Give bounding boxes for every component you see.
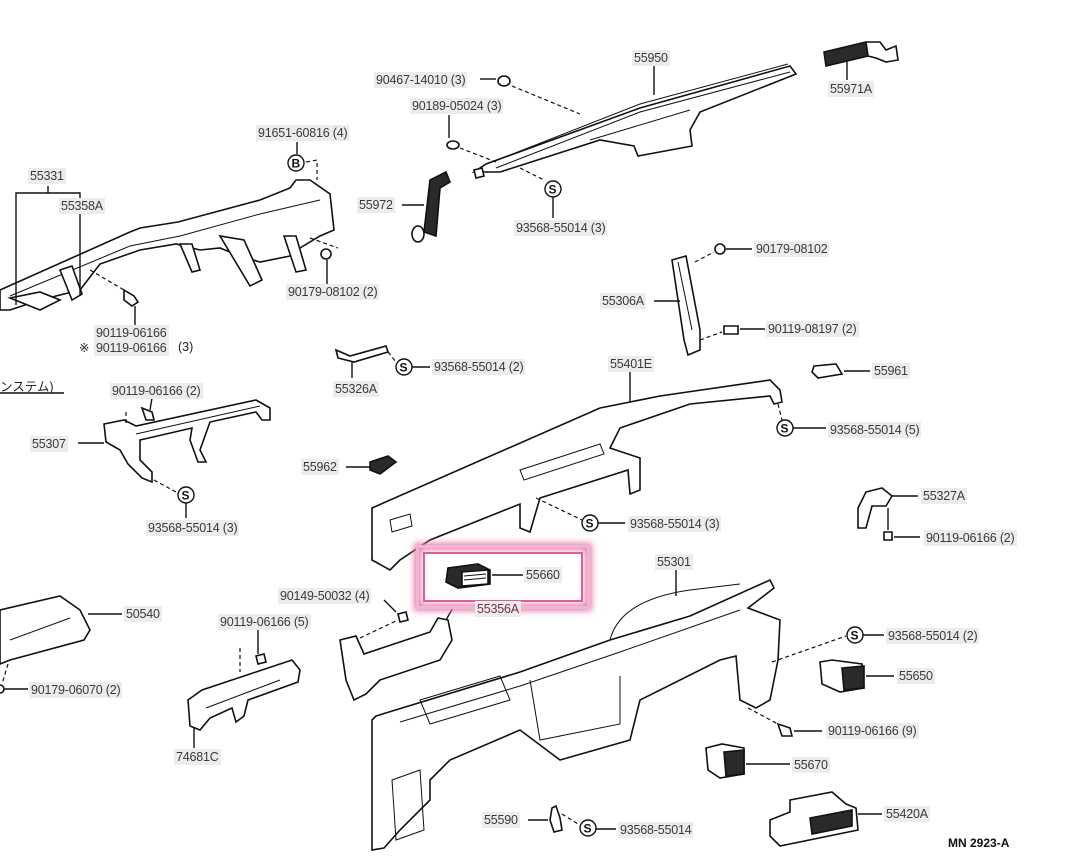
label-90467-14010[interactable]: 90467-14010 (3) — [374, 72, 468, 88]
svg-text:S: S — [584, 822, 592, 836]
svg-text:S: S — [549, 183, 557, 197]
label-90119-06166-2-a[interactable]: 90119-06166 (2) — [110, 383, 203, 399]
label-93568-55014-2-a[interactable]: 93568-55014 (2) — [432, 359, 526, 375]
label-90119-06166-b[interactable]: 90119-06166 — [94, 340, 169, 356]
part-55326A-bracket: S — [334, 345, 430, 378]
part-55356A-lower-panel — [339, 599, 455, 702]
label-55670[interactable]: 55670 — [792, 757, 830, 773]
svg-text:S: S — [851, 629, 859, 643]
part-55650-vent-icon — [819, 659, 894, 693]
label-90179-06070[interactable]: 90179-06070 (2) — [29, 682, 123, 698]
label-55306A[interactable]: 55306A — [600, 293, 646, 309]
svg-text:S: S — [586, 517, 594, 531]
part-90189-screw-icon — [446, 115, 497, 163]
part-55950-defroster-nozzle — [471, 63, 798, 179]
part-55670-vent-icon — [705, 743, 790, 779]
label-93568-55014-3-left[interactable]: 93568-55014 (3) — [146, 520, 240, 536]
label-74681C[interactable]: 74681C — [174, 749, 221, 765]
label-90119-06166-2-b[interactable]: 90119-06166 (2) — [924, 530, 1017, 546]
label-55301[interactable]: 55301 — [655, 554, 693, 570]
bolt-symbol-icon: B — [287, 142, 318, 180]
part-55961-clip — [811, 363, 870, 379]
highlight-box-55660 — [416, 545, 590, 609]
part-55331-reinforcement — [0, 179, 339, 311]
label-90119-06166-9[interactable]: 90119-06166 (9) — [826, 723, 919, 739]
label-55307[interactable]: 55307 — [30, 436, 68, 452]
part-90467-clip-icon — [480, 75, 581, 115]
label-55420A[interactable]: 55420A — [884, 806, 930, 822]
label-55358A[interactable]: 55358A — [59, 198, 105, 214]
label-93568-55014-3-top[interactable]: 93568-55014 (3) — [514, 220, 608, 236]
label-55356A[interactable]: 55356A — [475, 601, 521, 617]
part-90119-06166-bolt-icon — [123, 288, 140, 325]
svg-text:S: S — [400, 361, 408, 375]
label-90119-08197[interactable]: 90119-08197 (2) — [766, 321, 859, 337]
part-55971A-duct — [823, 41, 899, 80]
label-91651-60816[interactable]: 91651-60816 (4) — [256, 125, 350, 141]
part-55660-vent-icon — [445, 563, 523, 589]
label-55660[interactable]: 55660 — [524, 567, 562, 583]
part-55590-clip-icon: S — [528, 804, 616, 837]
label-93568-55014[interactable]: 93568-55014 — [618, 822, 694, 838]
label-55961[interactable]: 55961 — [872, 363, 910, 379]
label-55962[interactable]: 55962 — [301, 459, 339, 475]
label-90189-05024[interactable]: 90189-05024 (3) — [410, 98, 504, 114]
label-55326A[interactable]: 55326A — [333, 381, 379, 397]
screw-symbol-icon: S — [519, 167, 562, 218]
part-55306A-bracket — [654, 243, 765, 357]
part-55327A-bracket — [857, 487, 920, 541]
label-93568-55014-5[interactable]: 93568-55014 (5) — [828, 422, 922, 438]
part-55962-grille — [346, 455, 398, 475]
label-50540[interactable]: 50540 — [124, 606, 162, 622]
part-50540-cover — [0, 595, 122, 694]
svg-text:S: S — [182, 489, 190, 503]
label-90119-06166-b-qty: (3) — [178, 340, 194, 354]
label-55972[interactable]: 55972 — [357, 197, 395, 213]
japanese-note: ンステム) — [0, 380, 54, 394]
label-93568-55014-3-mid[interactable]: 93568-55014 (3) — [628, 516, 722, 532]
part-55301-instrument-panel: S — [371, 570, 884, 851]
diagram-code: MN 2923-A — [948, 836, 1010, 850]
svg-text:B: B — [292, 157, 301, 171]
part-55972-duct — [402, 170, 451, 243]
svg-text:S: S — [781, 422, 789, 436]
label-55401E[interactable]: 55401E — [608, 356, 654, 372]
part-55401E-panel-pad: S S — [371, 366, 826, 571]
part-90179-08102-nut-icon — [320, 248, 332, 284]
part-55420A-vent-icon — [769, 791, 882, 847]
label-90179-08102[interactable]: 90179-08102 — [754, 241, 830, 257]
label-55650[interactable]: 55650 — [897, 668, 935, 684]
label-90179-08102-2[interactable]: 90179-08102 (2) — [286, 284, 380, 300]
part-55307-brace: S — [78, 397, 271, 518]
label-90119-06166-5[interactable]: 90119-06166 (5) — [218, 614, 311, 630]
label-90149-50032[interactable]: 90149-50032 (4) — [278, 588, 372, 604]
label-55971A[interactable]: 55971A — [828, 81, 874, 97]
label-55950[interactable]: 55950 — [632, 50, 670, 66]
label-55590[interactable]: 55590 — [482, 812, 520, 828]
label-93568-55014-2-b[interactable]: 93568-55014 (2) — [886, 628, 980, 644]
label-55331[interactable]: 55331 — [28, 168, 66, 184]
label-90119-06166-a[interactable]: 90119-06166 — [94, 325, 169, 341]
star-mark-icon: ※ — [79, 341, 90, 355]
label-55327A[interactable]: 55327A — [921, 488, 967, 504]
part-74681C-bracket — [187, 630, 301, 748]
